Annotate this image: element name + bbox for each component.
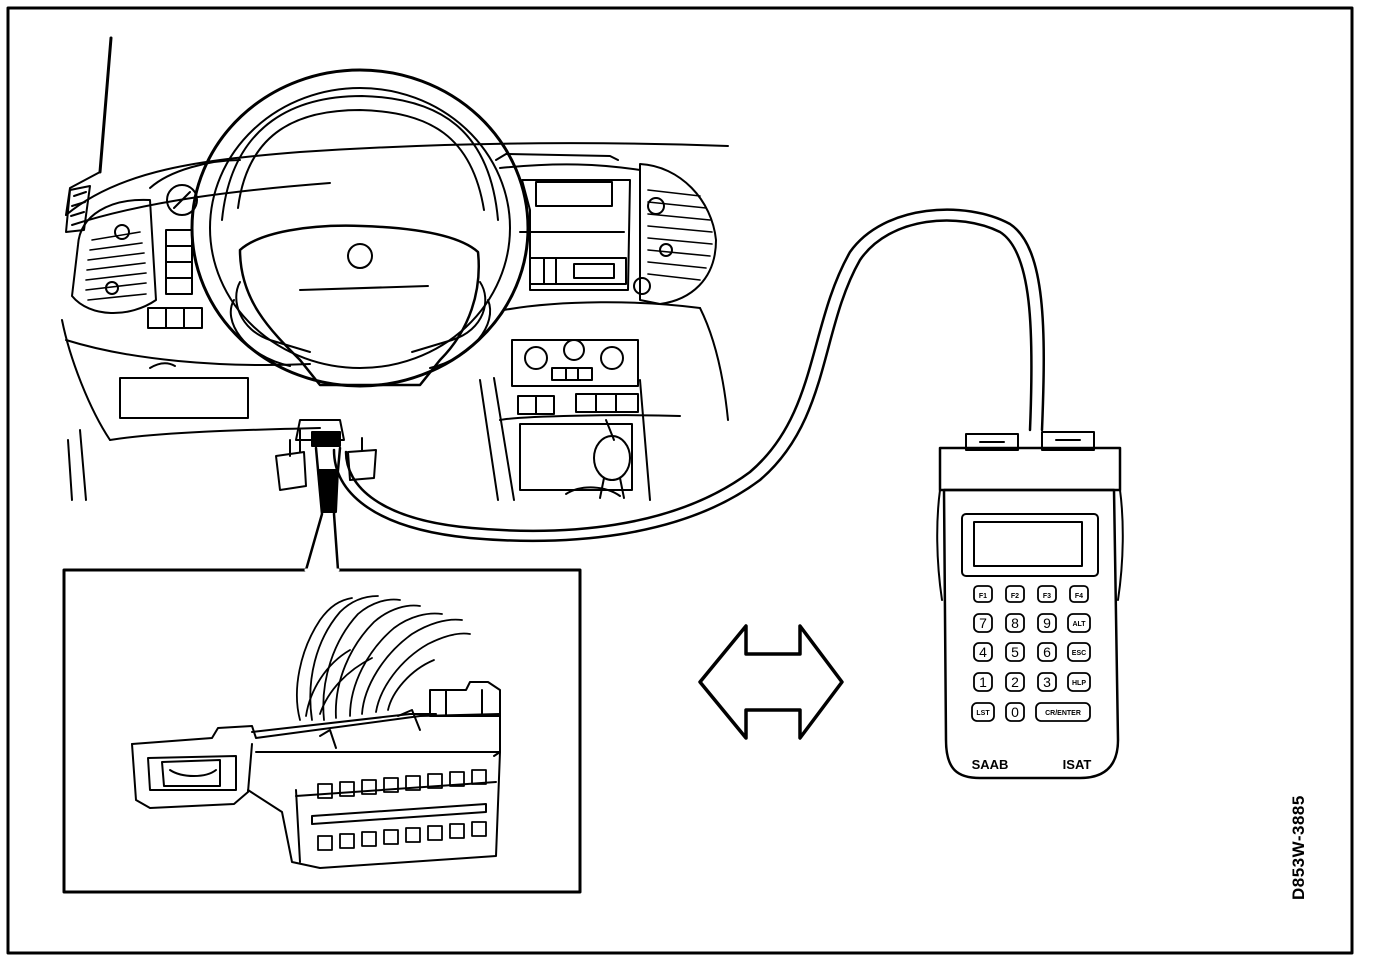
key-esc [1067, 642, 1091, 662]
key-f2 [1005, 585, 1025, 603]
key-f3 [1037, 585, 1057, 603]
key-label: F1 [979, 593, 987, 600]
tester-brand-label: SAAB [972, 757, 1009, 772]
key-f1 [973, 585, 993, 603]
key-3 [1037, 672, 1057, 692]
tester-keypad-labels: F1 F2 F3 F4 7 8 9 ALT 4 5 6 ESC 1 2 3 HL… [972, 593, 1092, 772]
diagnostic-cable [332, 208, 1045, 543]
key-label: 0 [1011, 704, 1019, 720]
key-0 [1005, 702, 1025, 722]
key-lst [971, 702, 995, 722]
key-label: 9 [1043, 615, 1051, 631]
key-2 [1005, 672, 1025, 692]
key-9 [1037, 613, 1057, 633]
outer-frame [6, 6, 1354, 955]
figure-id-label: D853W-3885 [1289, 795, 1308, 900]
bidirectional-arrow [698, 624, 844, 740]
key-label: 8 [1011, 615, 1019, 631]
key-enter [1035, 702, 1091, 722]
key-7 [973, 613, 993, 633]
tester-model-label: ISAT [1063, 757, 1092, 772]
key-label: 7 [979, 615, 987, 631]
key-alt [1067, 613, 1091, 633]
key-8 [1005, 613, 1025, 633]
key-6 [1037, 642, 1057, 662]
key-label: 1 [979, 674, 987, 690]
obd-connector-drawing [131, 595, 501, 869]
key-label: F2 [1011, 593, 1019, 600]
key-label: 3 [1043, 674, 1051, 690]
key-label: 6 [1043, 644, 1051, 660]
key-label: 4 [979, 644, 987, 660]
key-label: 2 [1011, 674, 1019, 690]
tester-keypad [971, 585, 1091, 722]
key-label: HLP [1072, 680, 1086, 687]
key-label: F3 [1043, 593, 1051, 600]
key-label: ALT [1072, 621, 1086, 628]
isat-tester [936, 431, 1124, 780]
key-label: LST [976, 710, 990, 717]
key-label: 5 [1011, 644, 1019, 660]
key-4 [973, 642, 993, 662]
key-f4 [1069, 585, 1089, 603]
key-label: CR/ENTER [1045, 710, 1081, 717]
key-label: ESC [1072, 650, 1086, 657]
key-5 [1005, 642, 1025, 662]
callout-leader [304, 446, 342, 572]
key-hlp [1067, 672, 1091, 692]
key-1 [973, 672, 993, 692]
key-label: F4 [1075, 593, 1083, 600]
dashboard-illustration [61, 36, 729, 501]
